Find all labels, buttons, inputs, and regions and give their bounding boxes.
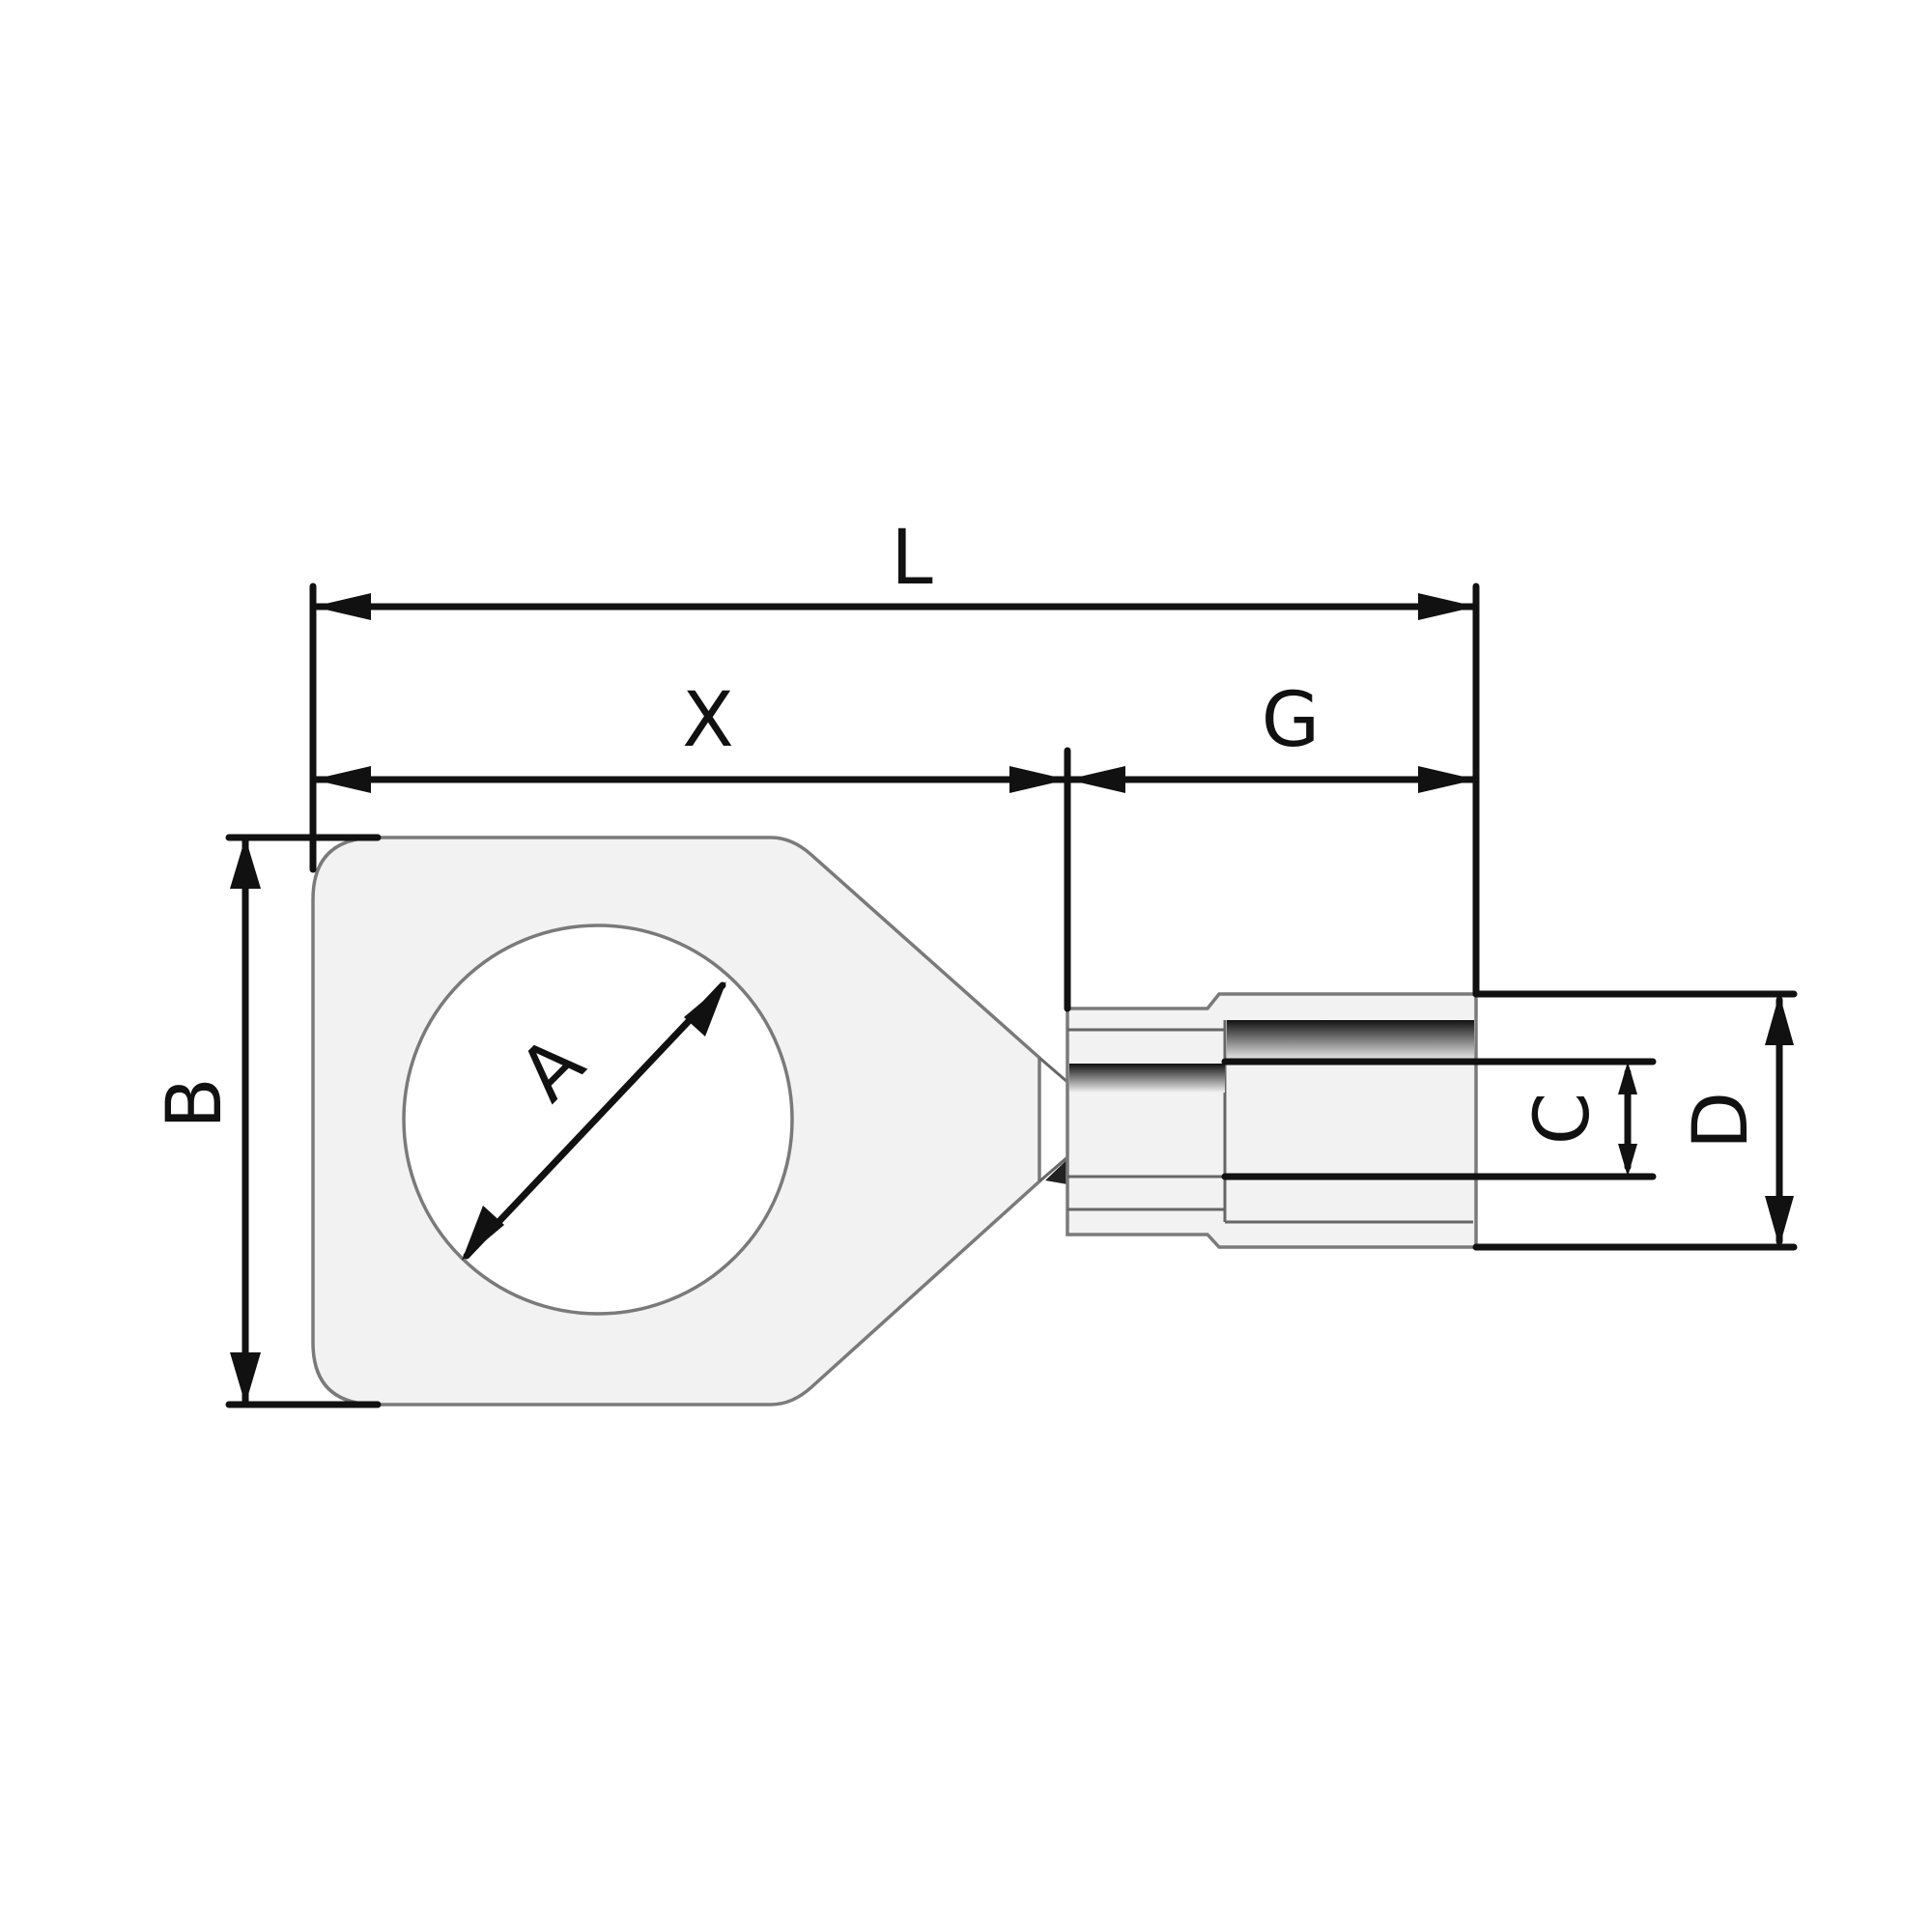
label-B: B <box>152 1077 239 1129</box>
dimension-L: L <box>309 515 1480 998</box>
lug-body <box>311 836 1068 1406</box>
dimension-X-G: X G <box>309 677 1480 1012</box>
label-C: C <box>1520 1093 1606 1145</box>
dimension-C: C <box>1221 1058 1657 1180</box>
label-L: L <box>891 515 933 602</box>
barrel <box>1065 992 1478 1249</box>
dimension-D: D <box>1472 990 1798 1251</box>
dimension-B: B <box>152 834 382 1408</box>
label-G: G <box>1262 677 1320 764</box>
label-D: D <box>1678 1092 1765 1150</box>
label-X: X <box>682 677 733 764</box>
